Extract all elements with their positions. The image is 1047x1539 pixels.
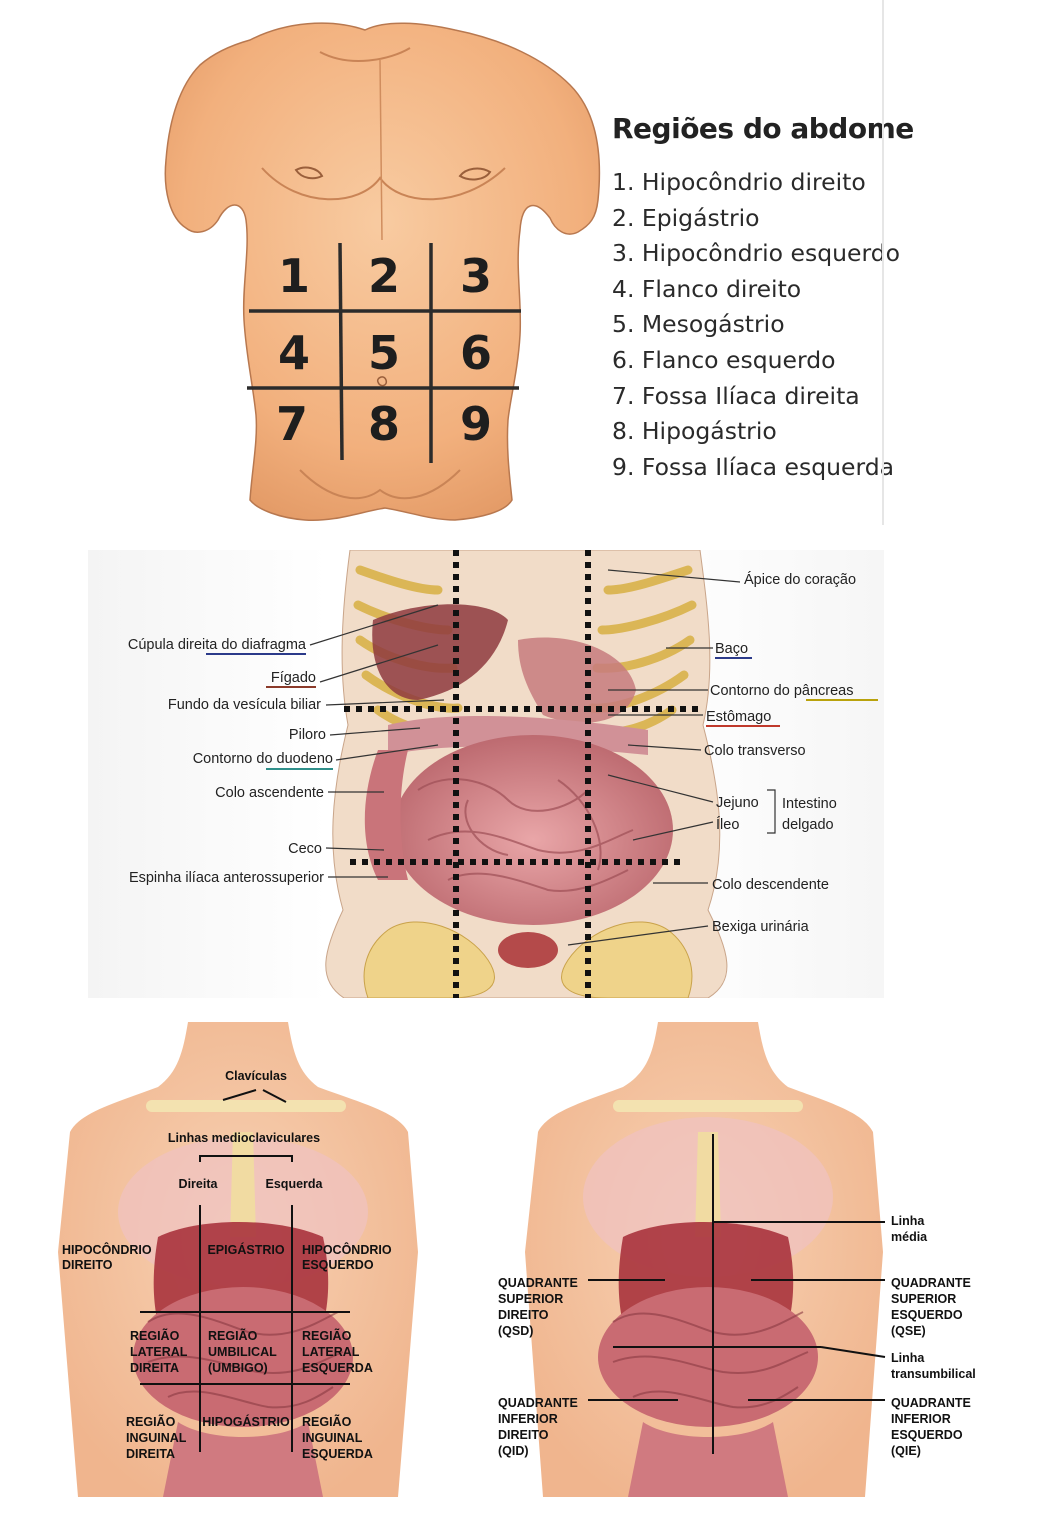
region-number-1: 1 (278, 249, 310, 303)
label-linha-transumbilical: Linha transumbilical (891, 1351, 976, 1381)
region-number-7: 7 (276, 397, 308, 451)
organs-illustration: Cúpula direita do diafragma Fígado Fundo… (88, 550, 884, 998)
region-number-2: 2 (368, 249, 400, 303)
legend-title: Regiões do abdome (612, 112, 1042, 145)
four-quadrants-figure: Linha média QUADRANTE SUPERIOR DIREITO (… (493, 1022, 983, 1497)
legend-item: 1. Hipocôndrio direito (612, 165, 1042, 201)
abdominal-organs-figure: Cúpula direita do diafragma Fígado Fundo… (88, 550, 884, 998)
region-number-6: 6 (460, 326, 492, 380)
regions-legend: Regiões do abdome 1. Hipocôndrio direito… (612, 112, 1042, 485)
label-pylorus: Piloro (289, 727, 326, 743)
label-qie: QUADRANTE INFERIOR ESQUERDO (QIE) (891, 1396, 974, 1458)
label-iliac-spine: Espinha ilíaca anterossuperior (129, 870, 324, 886)
legend-item: 2. Epigástrio (612, 201, 1042, 237)
abdomen-regions-figure: 1 2 3 4 5 6 7 8 9 Regiões do abdome 1. H… (0, 0, 1047, 530)
label-small-intestine-2: delgado (782, 817, 834, 833)
region-number-3: 3 (460, 249, 492, 303)
nine-regions-figure: Clavículas Linhas medioclaviculares Dire… (58, 1022, 430, 1497)
label-cecum: Ceco (288, 841, 322, 857)
legend-item: 9. Fossa Ilíaca esquerda (612, 450, 1042, 486)
legend-item: 7. Fossa Ilíaca direita (612, 379, 1042, 415)
label-ascending-colon: Colo ascendente (215, 785, 324, 801)
label-midclavicular-lines: Linhas medioclaviculares (168, 1131, 320, 1145)
label-gallbladder: Fundo da vesícula biliar (168, 697, 321, 713)
legend-item: 4. Flanco direito (612, 272, 1042, 308)
region-number-9: 9 (460, 397, 492, 451)
bladder (498, 932, 558, 968)
label-ileum: Íleo (716, 816, 739, 833)
label-heart-apex: Ápice do coração (744, 571, 856, 588)
label-small-intestine-1: Intestino (782, 796, 837, 812)
label-liver: Fígado (271, 670, 316, 686)
label-spleen: Baço (715, 641, 748, 657)
label-bladder: Bexiga urinária (712, 919, 810, 935)
label-qse: QUADRANTE SUPERIOR ESQUERDO (QSE) (891, 1276, 974, 1338)
label-pancreas: Contorno do pâncreas (710, 683, 854, 699)
nine-regions-illustration: Clavículas Linhas medioclaviculares Dire… (58, 1022, 430, 1497)
label-descending-colon: Colo descendente (712, 877, 829, 893)
legend-item: 8. Hipogástrio (612, 414, 1042, 450)
label-stomach: Estômago (706, 709, 771, 725)
label-jejunum: Jejuno (716, 795, 759, 811)
legend-list: 1. Hipocôndrio direito 2. Epigástrio 3. … (612, 165, 1042, 485)
legend-item: 5. Mesogástrio (612, 307, 1042, 343)
region-number-5: 5 (368, 326, 400, 380)
clavicle-bar (146, 1100, 346, 1112)
label-linha-media: Linha média (891, 1214, 928, 1244)
legend-item: 6. Flanco esquerdo (612, 343, 1042, 379)
region-number-8: 8 (368, 397, 400, 451)
label-left: Esquerda (266, 1177, 324, 1191)
label-right: Direita (179, 1177, 219, 1191)
label-diaphragm: Cúpula direita do diafragma (128, 637, 307, 653)
label-hipogastrio: HIPOGÁSTRIO (202, 1414, 290, 1429)
four-quadrants-illustration: Linha média QUADRANTE SUPERIOR DIREITO (… (493, 1022, 983, 1497)
torso-illustration: 1 2 3 4 5 6 7 8 9 (0, 0, 610, 530)
label-transverse-colon: Colo transverso (704, 743, 806, 759)
label-clavicles: Clavículas (225, 1069, 287, 1083)
legend-item: 3. Hipocôndrio esquerdo (612, 236, 1042, 272)
divider-line (882, 0, 884, 525)
region-number-4: 4 (278, 326, 310, 380)
label-epigastrio: EPIGÁSTRIO (207, 1242, 284, 1257)
label-duodenum: Contorno do duodeno (193, 751, 333, 767)
